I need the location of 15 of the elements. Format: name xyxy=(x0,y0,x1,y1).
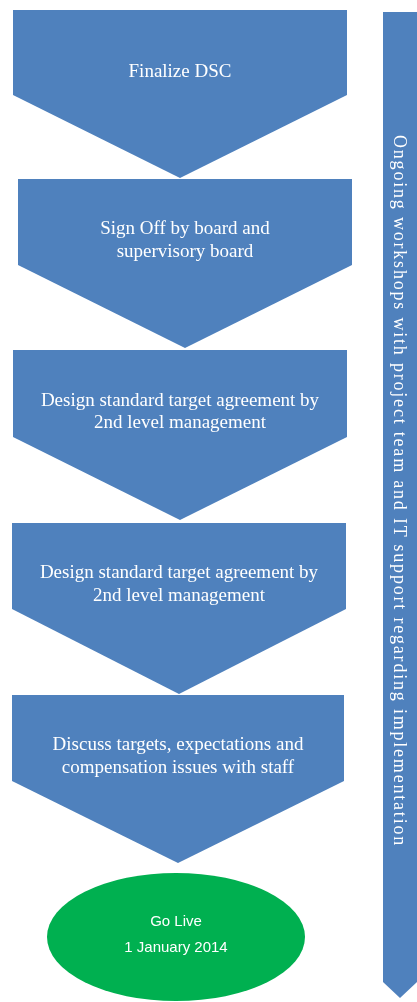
process-step-box xyxy=(13,350,347,520)
milestone-label: Go Live xyxy=(150,911,202,931)
step-label: Design standard target agreement by 2nd level management xyxy=(39,388,321,435)
process-step-box xyxy=(13,10,347,178)
process-step-box xyxy=(18,179,352,348)
milestone-label: 1 January 2014 xyxy=(124,937,228,958)
step-label: Sign Off by board and supervisory board xyxy=(99,217,271,263)
process-step-box xyxy=(12,695,344,863)
milestone-ellipse xyxy=(47,873,305,1001)
step-label: Discuss targets, expectations and compensation issues with staff xyxy=(51,733,305,779)
step-label: Design standard target agreement by 2nd level management xyxy=(38,561,320,607)
ongoing-banner xyxy=(383,12,417,998)
side-label: Ongoing workshops with project team and IT support regarding implementation xyxy=(388,135,410,848)
process-step-box xyxy=(12,523,346,694)
step-label: Finalize DSC xyxy=(127,59,233,82)
